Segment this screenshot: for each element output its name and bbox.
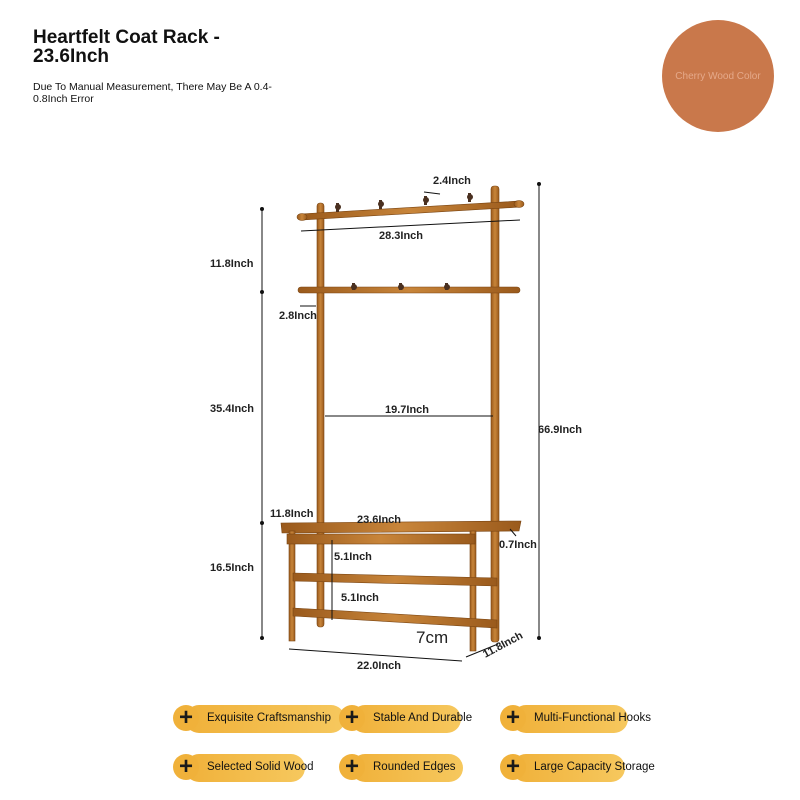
feature-stable-and-durable: + Stable And Durable [339,704,472,733]
dim-bench-depth-left: 11.8Inch [270,508,314,520]
plus-icon: + [173,754,199,780]
product-title: Heartfelt Coat Rack - 23.6Inch [33,27,220,67]
bench-leg-right-front [469,530,477,652]
middle-bar [297,286,521,294]
dim-top-bar-width: 28.3Inch [379,230,424,242]
color-swatch-label: Cherry Wood Color [675,70,761,82]
dim-total-height: 66.9Inch [538,424,583,436]
shelf-lower [292,607,498,629]
dimension-lines [260,182,541,662]
plus-icon: + [500,705,526,731]
dim-inner-width: 19.7Inch [385,404,430,416]
feature-large-capacity-storage: + Large Capacity Storage [500,753,655,782]
dim-bench-width: 23.6Inch [357,514,402,526]
bench-apron [286,533,476,545]
measurement-note: Due To Manual Measurement, There May Be … [33,81,272,105]
feature-exquisite-craftsmanship: + Exquisite Craftsmanship [173,704,345,733]
dim-bench-thickness: 0.7Inch [499,539,537,551]
dim-base-width: 22.0Inch [357,660,402,672]
shelf-upper [292,572,498,587]
dim-top-section-height: 11.8Inch [210,258,254,270]
bench-leg-left-front [288,530,296,642]
dim-side-peg: 2.8Inch [279,310,317,322]
right-post [490,185,500,643]
dim-hook-gap: 2.4Inch [433,175,471,187]
hooks [335,193,473,290]
dim-shelf-gap-1: 5.1Inch [334,551,372,563]
dim-middle-height: 35.4Inch [210,403,255,415]
bench-top [280,520,522,534]
dim-foot-height: 7cm [416,628,449,647]
dim-shelf-gap-2: 5.1Inch [341,592,379,604]
plus-icon: + [173,705,199,731]
rack-frame [280,185,525,652]
plus-icon: + [339,754,365,780]
top-bar [299,200,522,221]
dim-bench-height: 16.5Inch [210,562,255,574]
left-post [316,202,325,628]
feature-selected-solid-wood: + Selected Solid Wood [173,753,314,782]
feature-multi-functional-hooks: + Multi-Functional Hooks [500,704,651,733]
plus-icon: + [500,754,526,780]
plus-icon: + [339,705,365,731]
feature-rounded-edges: + Rounded Edges [339,753,463,782]
color-swatch[interactable]: Cherry Wood Color [662,20,774,132]
